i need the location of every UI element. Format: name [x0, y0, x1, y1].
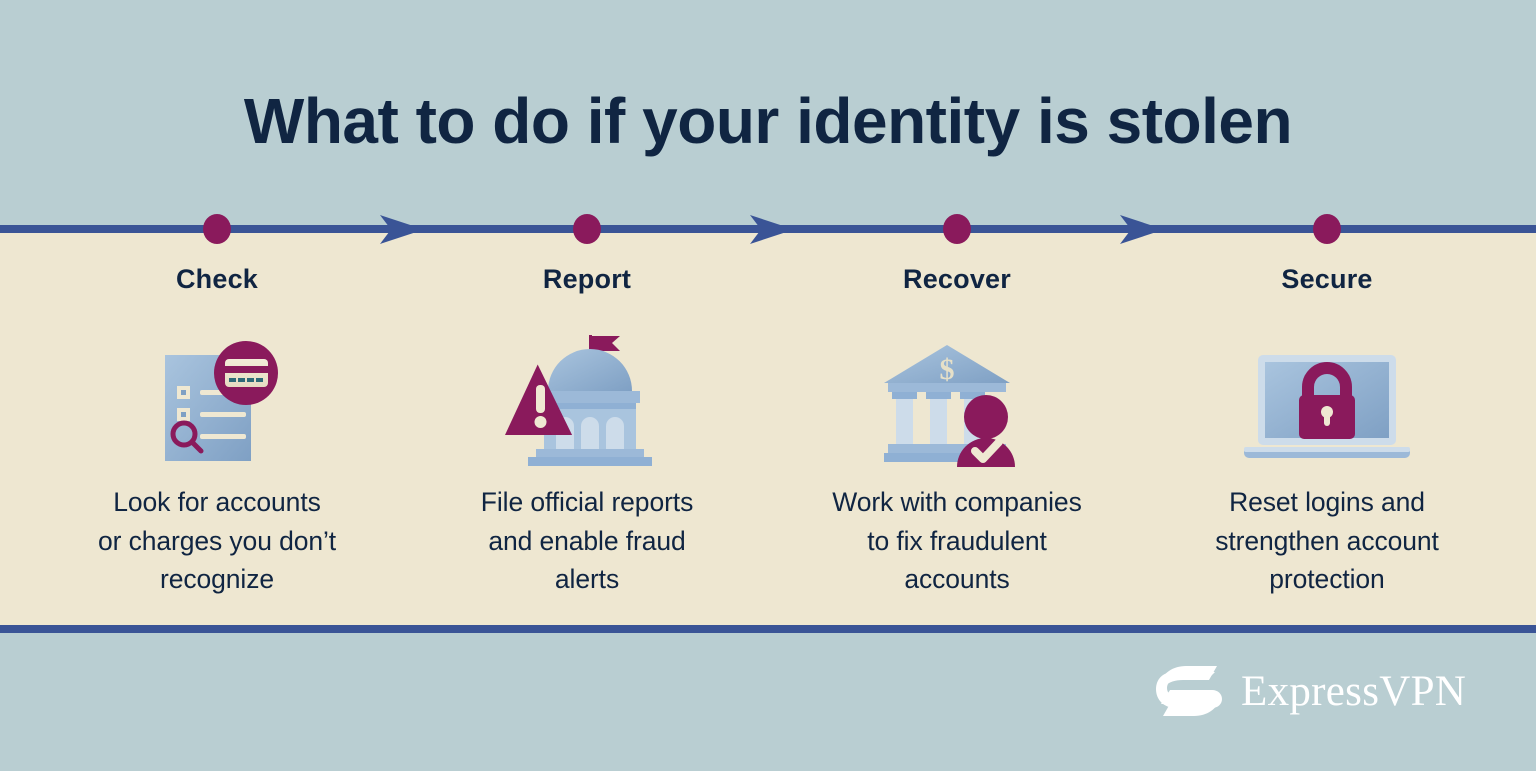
step-label-recover: Recover	[903, 264, 1011, 294]
step-icon-secure	[1162, 317, 1492, 469]
bank-person-check-icon: $	[884, 345, 1015, 467]
step-icon-report	[422, 317, 752, 469]
timeline-rule-bottom	[0, 625, 1536, 633]
footer-background-band	[0, 633, 1536, 771]
document-credit-card-icon	[165, 341, 278, 461]
step-label-check: Check	[175, 264, 259, 294]
step-report: Report	[422, 264, 752, 599]
page-title: What to do if your identity is stolen	[243, 85, 1293, 157]
step-label-report: Report	[542, 264, 632, 294]
step-description-recover: Work with companies to fix fraudulent ac…	[832, 487, 1082, 595]
step-description-secure: Reset logins and strengthen account prot…	[1215, 487, 1439, 595]
step-description-report: File official reports and enable fraud a…	[480, 487, 694, 595]
expressvpn-e-mark-icon	[1156, 666, 1222, 716]
expressvpn-logo: ExpressVPN	[1153, 660, 1466, 722]
timeline-rule-top	[0, 225, 1536, 233]
step-secure: Secure Reset logins and strengthen accou…	[1162, 264, 1492, 599]
top-background-band	[0, 0, 1536, 225]
step-description-check: Look for accounts or charges you don’t r…	[97, 487, 337, 595]
step-icon-check	[52, 317, 382, 469]
laptop-padlock-icon	[1244, 355, 1410, 458]
svg-text:$: $	[940, 353, 955, 386]
step-recover: Recover $	[792, 264, 1122, 599]
step-check: Check	[52, 264, 382, 599]
step-label-secure: Secure	[1281, 264, 1373, 294]
step-icon-recover: $	[792, 317, 1122, 469]
expressvpn-wordmark: ExpressVPN	[1241, 667, 1467, 715]
government-building-warning-icon	[504, 335, 652, 466]
